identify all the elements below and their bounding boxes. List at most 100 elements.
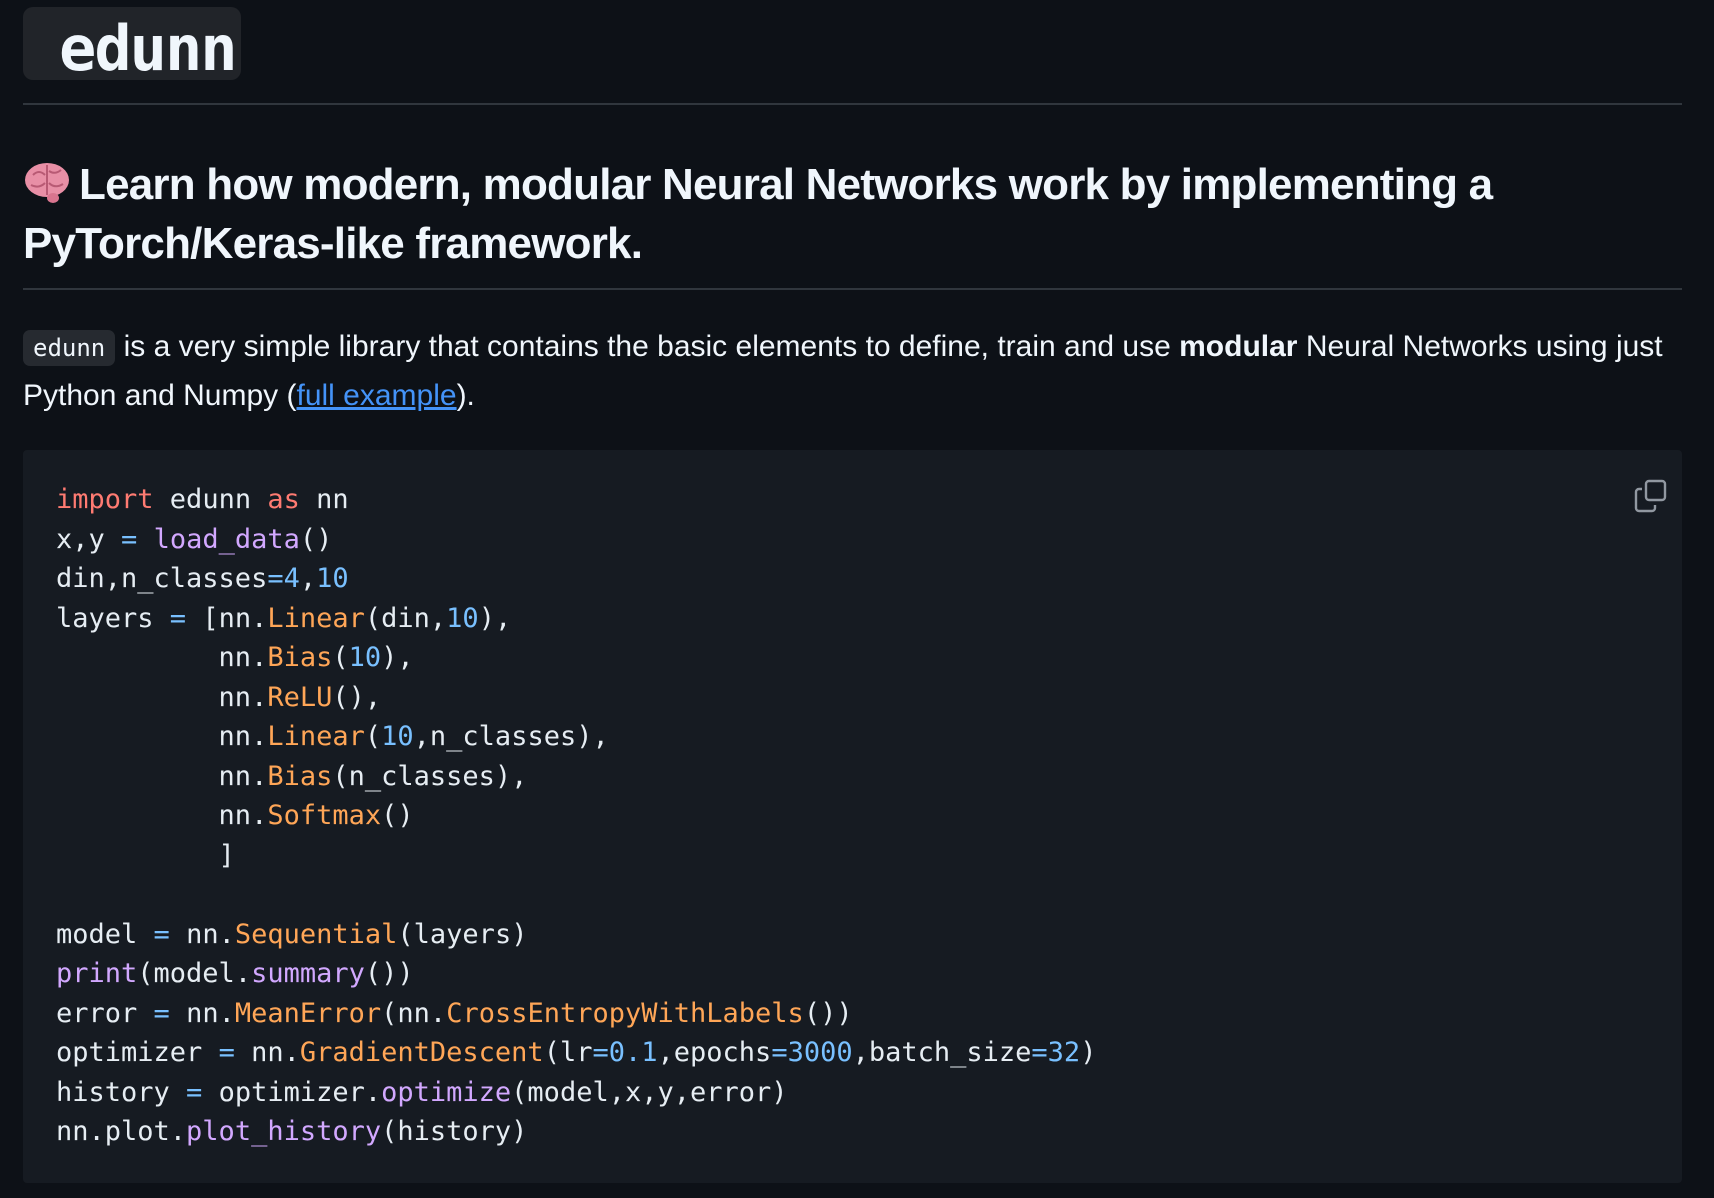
- code-token: as: [267, 484, 300, 515]
- code-line: nn.Linear(10,n_classes),: [56, 717, 1096, 757]
- code-token: nn.: [234, 1037, 300, 1068]
- code-token: ,batch_size: [852, 1037, 1032, 1068]
- code-line: nn.Bias(n_classes),: [56, 757, 1096, 797]
- code-token: nn.: [56, 760, 268, 792]
- code-token: ),: [478, 602, 512, 634]
- full-example-link[interactable]: full example: [296, 379, 457, 412]
- code-line: nn.Bias(10),: [56, 638, 1096, 678]
- code-line: import edunn as nn: [56, 480, 1096, 520]
- code-token: nn.: [56, 721, 268, 752]
- code-token: optimizer: [56, 1037, 219, 1068]
- code-token: Bias: [267, 760, 333, 792]
- code-token: nn.: [169, 997, 235, 1029]
- copy-icon[interactable]: [1633, 478, 1669, 514]
- code-token: ReLU: [267, 681, 333, 713]
- code-token: 10: [348, 642, 382, 673]
- code-token: =: [186, 1076, 203, 1108]
- code-token: Linear: [267, 602, 365, 634]
- code-token: error: [56, 997, 154, 1029]
- title-code-box: edunn: [23, 7, 241, 85]
- code-line: error = nn.MeanError(nn.CrossEntropyWith…: [56, 994, 1096, 1034]
- code-token: 10: [316, 563, 349, 594]
- code-token: plot_history: [186, 1116, 382, 1147]
- code-token: edunn: [153, 484, 268, 515]
- code-token: =0.1: [592, 1037, 658, 1068]
- code-token: CrossEntropyWithLabels: [446, 997, 804, 1029]
- code-token: load_data: [153, 523, 300, 555]
- code-token: ),: [381, 642, 414, 673]
- code-token: (model.: [137, 958, 252, 989]
- code-token: (model,x,y,error): [511, 1076, 788, 1108]
- code-token: =: [169, 602, 187, 634]
- code-token: =: [153, 997, 170, 1029]
- code-token: =3000: [771, 1037, 853, 1068]
- code-line: layers = [nn.Linear(din,10),: [56, 599, 1096, 639]
- section-heading: Learn how modern, modular Neural Network…: [23, 155, 1683, 273]
- code-token: =4: [267, 563, 300, 594]
- code-token: (nn.: [381, 997, 447, 1029]
- code-token: import: [56, 484, 154, 515]
- divider: [23, 103, 1682, 105]
- code-line: model = nn.Sequential(layers): [56, 915, 1096, 955]
- code-token: (n_classes),: [332, 760, 528, 792]
- code-token: =: [121, 523, 138, 555]
- code-line: [56, 875, 1096, 915]
- code-line: history = optimizer.optimize(model,x,y,e…: [56, 1073, 1096, 1113]
- code-token: Softmax: [267, 800, 382, 831]
- code-token: (: [332, 642, 349, 673]
- code-token: [137, 524, 153, 555]
- code-token: ,n_classes),: [413, 721, 609, 752]
- code-token: (): [299, 523, 333, 555]
- code-line: print(model.summary()): [56, 954, 1096, 994]
- code-token: layers: [56, 602, 170, 634]
- code-token: nn.: [56, 800, 268, 831]
- code-token: x,y: [56, 523, 122, 555]
- code-line: optimizer = nn.GradientDescent(lr=0.1,ep…: [56, 1033, 1096, 1073]
- code-line: nn.ReLU(),: [56, 678, 1096, 718]
- code-token: Linear: [267, 721, 365, 752]
- code-line: nn.Softmax(): [56, 796, 1096, 836]
- code-token: (),: [332, 681, 382, 713]
- code-line: ]: [56, 836, 1096, 876]
- code-token: MeanError: [234, 997, 382, 1029]
- code-token: (din,: [364, 602, 447, 634]
- intro-text: is a very simple library that contains t…: [115, 330, 1180, 363]
- intro-bold: modular: [1179, 330, 1298, 363]
- code-token: Sequential: [234, 918, 398, 950]
- code-token: ()): [803, 997, 853, 1029]
- code-token: din,n_classes: [56, 563, 268, 594]
- code-token: optimize: [381, 1076, 512, 1108]
- intro-paragraph: edunn is a very simple library that cont…: [23, 323, 1693, 419]
- code-token: Bias: [267, 642, 333, 673]
- page-title: edunn: [59, 12, 238, 85]
- brain-icon: [25, 163, 69, 203]
- code-line: din,n_classes=4,10: [56, 559, 1096, 599]
- code-token: model: [56, 918, 154, 950]
- heading-text: Learn how modern, modular Neural Network…: [23, 160, 1493, 268]
- code-line: nn.plot.plot_history(history): [56, 1112, 1096, 1152]
- code-token: ,epochs: [657, 1037, 772, 1068]
- intro-text: ).: [456, 379, 475, 412]
- code-token: nn.: [56, 681, 268, 713]
- code-token: ): [1080, 1037, 1097, 1068]
- inline-code: edunn: [23, 330, 116, 366]
- code-token: 10: [446, 602, 479, 634]
- code-line: x,y = load_data(): [56, 520, 1096, 560]
- code-token: optimizer.: [202, 1076, 382, 1108]
- divider: [23, 288, 1682, 290]
- code-token: =32: [1031, 1037, 1081, 1068]
- code-token: =: [153, 918, 170, 950]
- code-token: print: [56, 958, 138, 989]
- code-token: ()): [364, 958, 414, 989]
- intro-text: Neural Networks using just Python and Nu…: [23, 330, 1663, 412]
- code-token: nn.: [56, 642, 268, 673]
- code-token: GradientDescent: [299, 1037, 544, 1068]
- code-token: nn: [299, 484, 349, 515]
- code-token: =: [218, 1037, 235, 1068]
- code-token: ]: [56, 839, 235, 871]
- code-token: nn.plot.: [56, 1116, 187, 1147]
- code-token: ,: [299, 563, 317, 594]
- code-token: history: [56, 1076, 187, 1108]
- code-token: (lr: [543, 1037, 593, 1068]
